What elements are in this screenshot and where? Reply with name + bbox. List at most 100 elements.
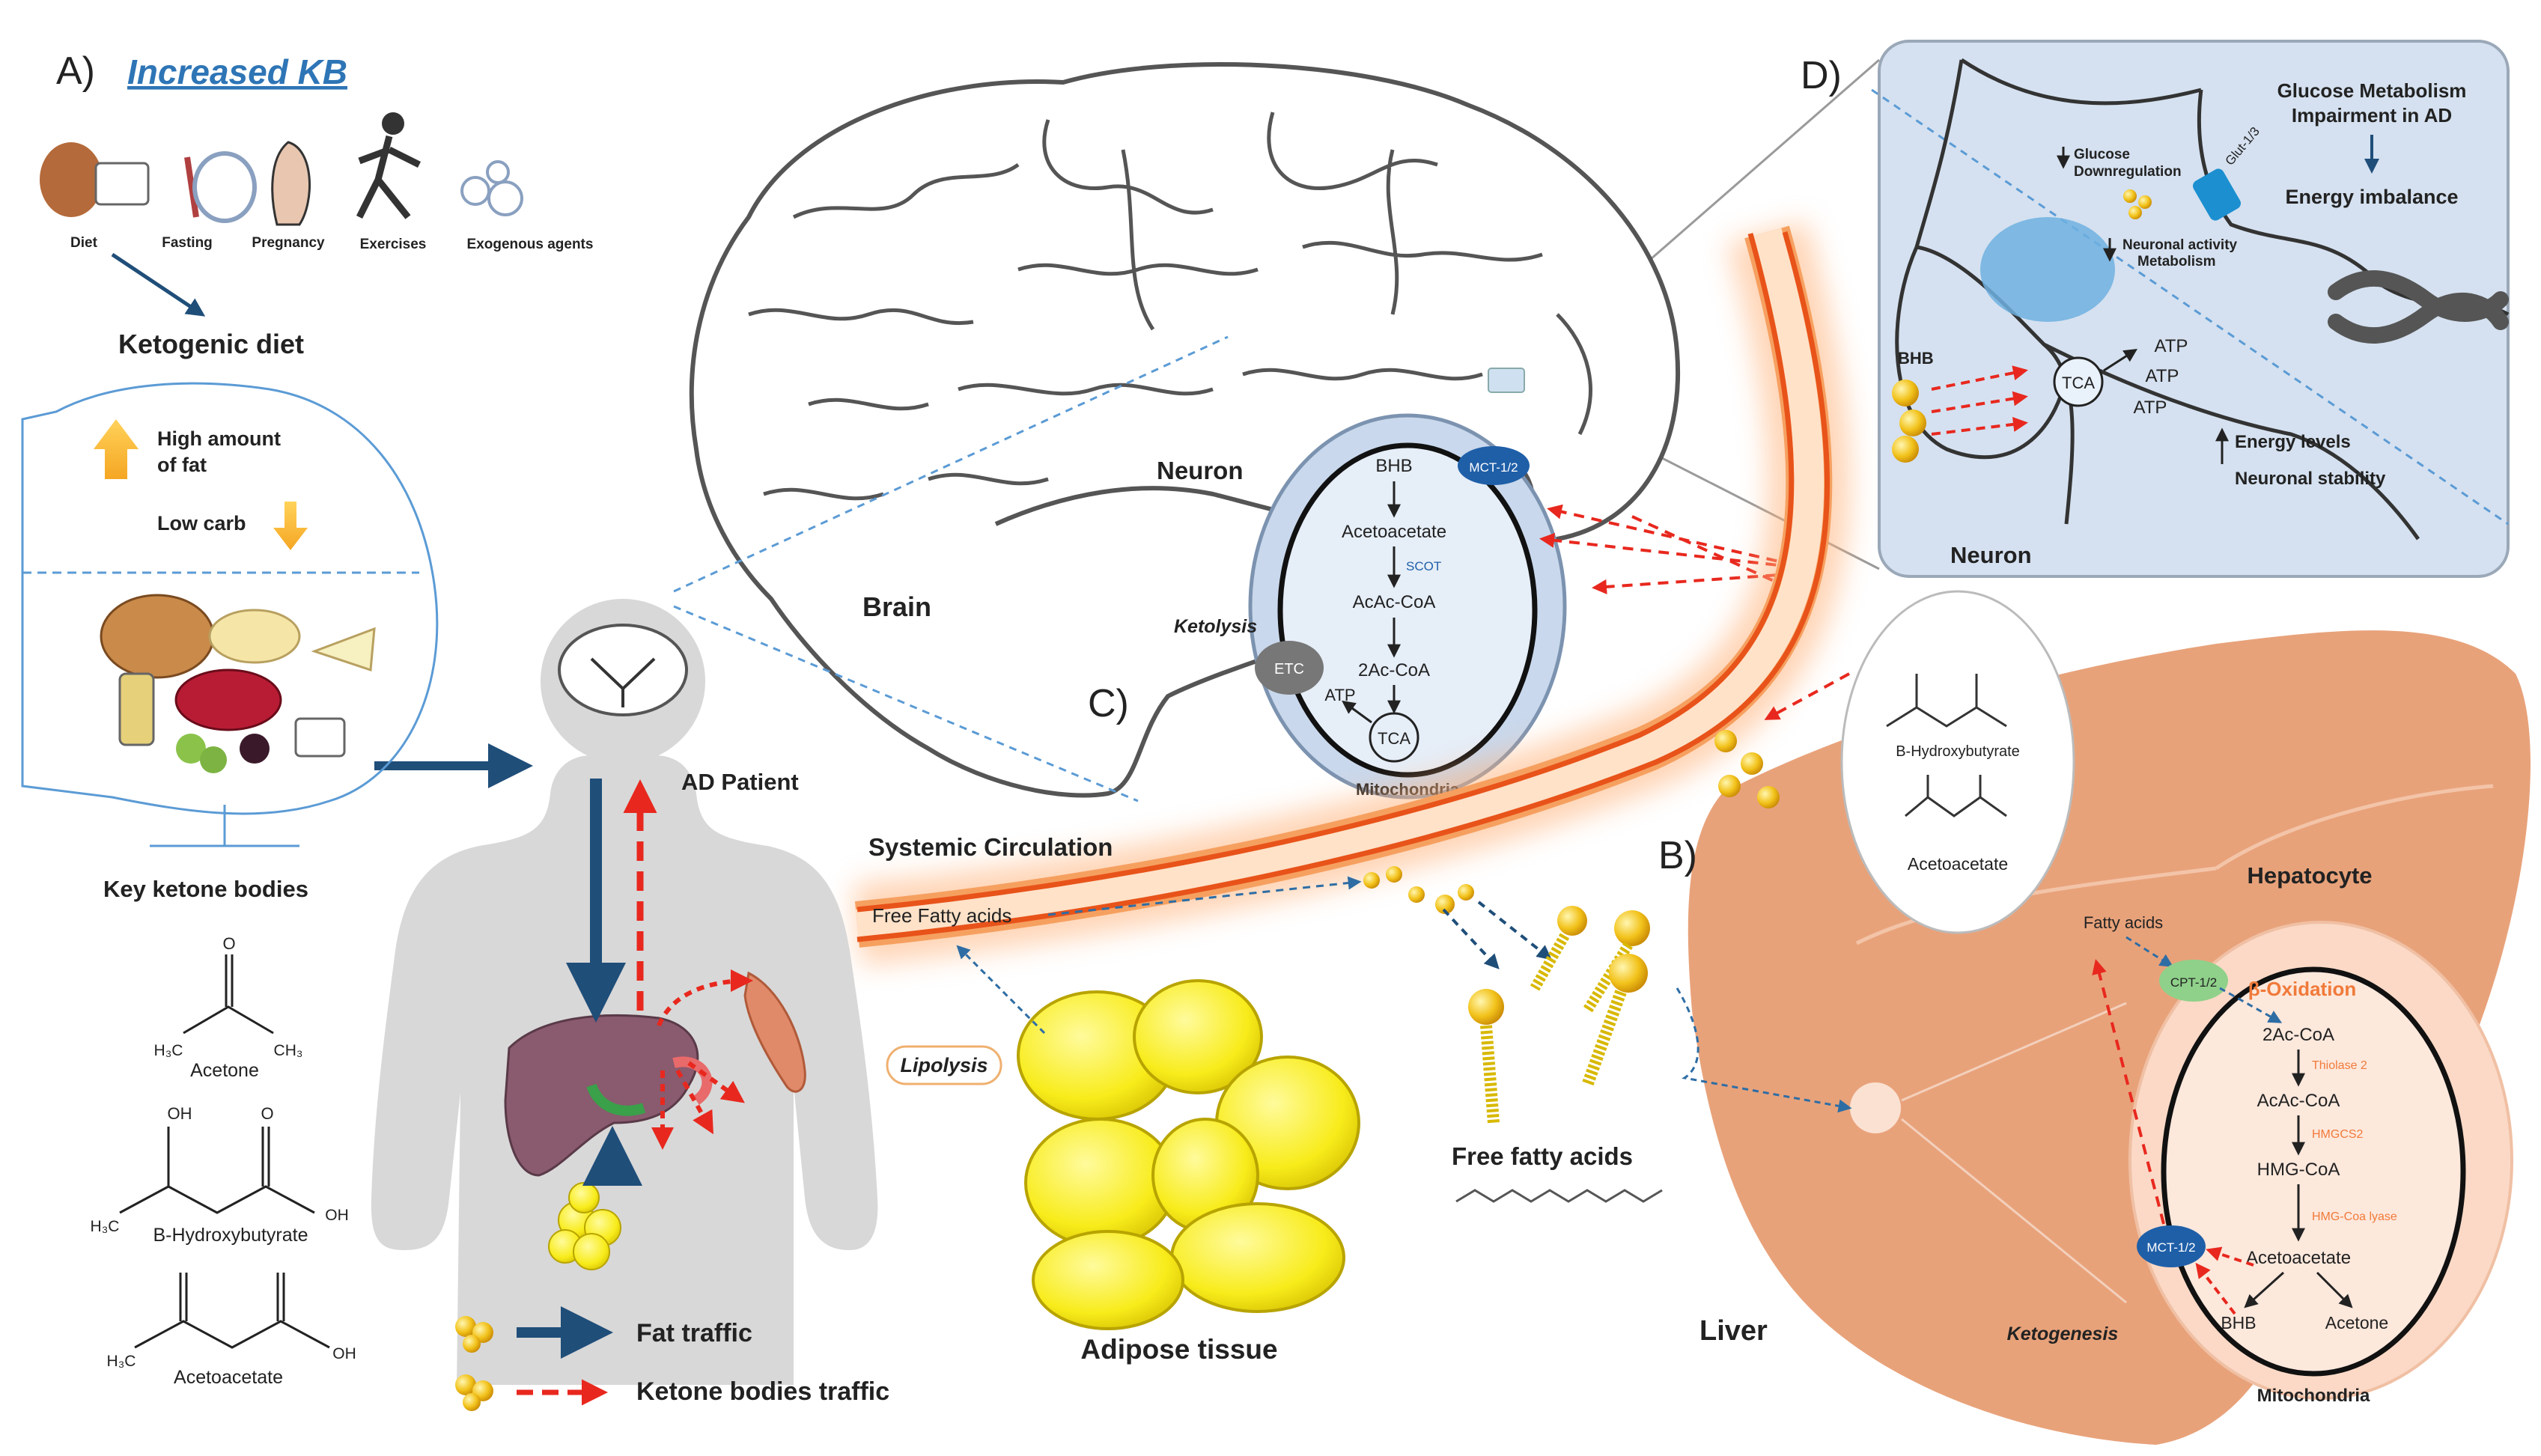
legend-ball [455, 1374, 476, 1395]
source-exogenous: Exogenous agents [467, 237, 594, 252]
zoom-line-liver [1901, 1118, 2127, 1304]
panel-d-box [1878, 40, 2510, 578]
mitochondria-b [2161, 966, 2466, 1377]
acetone-ch3: CH₃ [274, 1042, 303, 1059]
ffa-release-arrow [1442, 908, 1500, 969]
energy-imbalance: Energy imbalance [2285, 186, 2458, 208]
bhb-oh-right: OH [325, 1207, 349, 1224]
bhb-o: O [261, 1104, 273, 1123]
acetone-h3c: H₃C [154, 1042, 183, 1059]
hmg-lyase-label: HMG-Coa lyase [2312, 1210, 2397, 1223]
exogenous-agents-icon [487, 180, 523, 216]
bhb-b: BHB [2221, 1313, 2256, 1332]
acetone-b: Acetone [2325, 1313, 2388, 1332]
two-ac-coa-c: 2Ac-CoA [1358, 660, 1430, 680]
bhb-bonds [119, 1185, 315, 1214]
small-adipose [548, 1182, 621, 1270]
acac-h3c: H₃C [107, 1353, 136, 1370]
glucose-down-line1: Glucose [2074, 147, 2130, 162]
bhb-ball [1892, 436, 1919, 463]
muscle [743, 971, 806, 1093]
bhb-arrow [1931, 391, 2028, 413]
ffa-to-liver-arrow [1676, 987, 1852, 1113]
bhb-oh-top: OH [168, 1104, 192, 1123]
beta-oxidation-label: β-Oxidation [2248, 978, 2356, 1000]
zoom-line-liver [1901, 1002, 2127, 1102]
adipose-label: Adipose tissue [1080, 1334, 1277, 1365]
container [294, 717, 346, 758]
neuronal-stability: Neuronal stability [2235, 469, 2386, 489]
fatty-acid-molecule [1530, 906, 1587, 991]
etc-label: ETC [1274, 661, 1304, 677]
pathway-arrow-b [2244, 1271, 2285, 1309]
legend: Fat traffic Ketone bodies traffic [455, 1306, 889, 1411]
mct-transporter-b [2137, 1225, 2206, 1267]
ketone-export-arrow [2195, 1262, 2236, 1315]
lipolysis-pill [886, 1045, 1002, 1085]
hepatocyte-label: Hepatocyte [2247, 862, 2372, 889]
steak [174, 668, 282, 731]
acetone-label: Acetone [190, 1060, 259, 1081]
hmgcs2-label: HMGCS2 [2312, 1128, 2364, 1141]
ad-patient-label: AD Patient [681, 769, 799, 795]
exercise-icon [356, 135, 422, 219]
panel-b-letter: B) [1658, 834, 1697, 877]
cheese-wedge [311, 627, 376, 672]
fatty-acid-dot [1363, 872, 1380, 889]
ffa-label-bottom: Free fatty acids [1452, 1142, 1633, 1170]
gallbladder [586, 1083, 646, 1116]
panel-d-divider [1871, 88, 2509, 526]
ffa-release-arrow [1477, 901, 1553, 960]
systemic-circulation-label: Systemic Circulation [868, 833, 1113, 861]
panel-d: D) Glucose Metabolism Impairment in AD E… [1801, 40, 2510, 578]
bhb-label-c: BHB [1375, 456, 1412, 476]
diet-icon [40, 142, 103, 217]
keto-diet-circle [21, 382, 439, 815]
adipose-tissue: Lipolysis Adipose tissue [886, 945, 1360, 1365]
fatty-acid-molecule [1468, 989, 1504, 1124]
low-carb-down-arrow [273, 502, 308, 550]
source-exercises: Exercises [360, 237, 427, 252]
bhb-label-a: B-Hydroxybutyrate [153, 1225, 308, 1246]
thiolase-label: Thiolase 2 [2312, 1059, 2367, 1072]
ketone-dot [1741, 752, 1763, 775]
atp-d-3: ATP [2134, 397, 2167, 418]
scot-label: SCOT [1406, 559, 1441, 573]
panel-a-letter: A) [56, 49, 95, 93]
liver-label: Liver [1699, 1315, 1768, 1347]
tca-cycle-c [1369, 712, 1419, 763]
zoom-line-brain [673, 605, 1139, 802]
neuronal-line2: Metabolism [2137, 254, 2216, 269]
neuron-label-brain: Neuron [1157, 457, 1244, 484]
zoom-line-brain [673, 335, 1229, 593]
mitochondria-label-b: Mitochondria [2257, 1386, 2370, 1406]
ketogenesis-label: Ketogenesis [2007, 1324, 2119, 1344]
fatty-acids-b: Fatty acids [2084, 913, 2163, 932]
energy-levels: Energy levels [2235, 432, 2351, 452]
source-icons [40, 112, 523, 226]
legend-ball [455, 1316, 476, 1337]
mct-transporter-c [1458, 446, 1530, 485]
olive [200, 746, 227, 773]
neuron-label-d: Neuron [1950, 542, 2032, 568]
mct-label-c: MCT-1/2 [1469, 460, 1518, 475]
acac-coa-c: AcAc-CoA [1353, 592, 1436, 612]
fatty-acid-chain [1455, 1189, 1663, 1203]
ketone-to-muscle [657, 969, 753, 1027]
glucose-dot [2123, 189, 2137, 203]
acetoacetate-c: Acetoacetate [1342, 522, 1446, 542]
ketone-release-arrow [1764, 672, 1850, 720]
fat-cell [1032, 1230, 1184, 1330]
panel-c-letter: C) [1088, 682, 1129, 725]
exogenous-agents-icon [460, 176, 490, 206]
ketone-export-arrow [2206, 1246, 2254, 1267]
atp-arrow [2103, 349, 2138, 372]
panel-d-letter: D) [1801, 54, 1842, 97]
oil-bottle [118, 672, 155, 746]
acetone-bonds [183, 1005, 274, 1035]
glucose-impairment-line2: Impairment in AD [2292, 104, 2452, 127]
brain-gyri [748, 112, 1592, 526]
hmg-coa-b: HMG-CoA [2257, 1160, 2340, 1180]
bhb-name-b: B-Hydroxybutyrate [1896, 743, 2020, 760]
bhb-ball [1892, 380, 1919, 406]
